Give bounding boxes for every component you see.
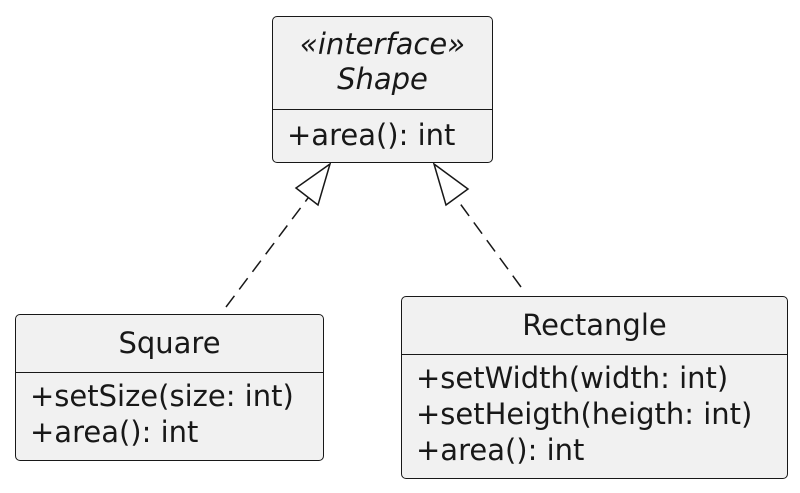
member-list: +setSize(size: int) +area(): int	[16, 373, 323, 450]
hollow-triangle-arrowhead	[294, 162, 332, 207]
member-list: +area(): int	[273, 110, 492, 153]
class-box-square[interactable]: Square +setSize(size: int) +area(): int	[15, 314, 324, 461]
method: +setWidth(width: int)	[416, 361, 729, 395]
class-header: Square	[16, 315, 323, 373]
method: +setHeigth(heigth: int)	[416, 397, 753, 431]
class-name: Square	[118, 326, 221, 360]
member-list: +setWidth(width: int) +setHeigth(heigth:…	[402, 355, 787, 468]
realization-edge-square-shape	[225, 162, 332, 308]
method: +area(): int	[287, 118, 456, 152]
class-box-rectangle[interactable]: Rectangle +setWidth(width: int) +setHeig…	[401, 296, 788, 479]
realization-edge-rectangle-shape	[432, 162, 522, 288]
stereotype-label: «interface»	[299, 27, 466, 61]
class-name: Shape	[337, 62, 428, 96]
method: +area(): int	[416, 433, 585, 467]
class-name: Rectangle	[522, 308, 667, 342]
class-box-shape[interactable]: «interface» Shape +area(): int	[272, 16, 493, 163]
class-header: Rectangle	[402, 297, 787, 355]
method: +area(): int	[30, 415, 199, 449]
class-header: «interface» Shape	[273, 17, 492, 110]
method: +setSize(size: int)	[30, 379, 294, 413]
hollow-triangle-arrowhead	[432, 162, 470, 207]
